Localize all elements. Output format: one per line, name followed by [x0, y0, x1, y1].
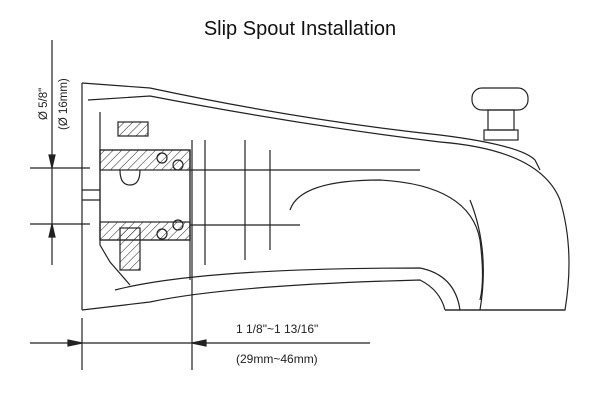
- diameter-inches-label: Ø 5/8": [38, 87, 50, 120]
- diameter-mm-label: (Ø 16mm): [58, 78, 70, 130]
- diverter-knob: [471, 87, 529, 141]
- diameter-dimension-line: [30, 40, 90, 265]
- length-inches-label: 1 1/8"~1 13/16": [236, 322, 319, 336]
- length-mm-label: (29mm~46mm): [236, 352, 318, 366]
- diagram-title: Slip Spout Installation: [203, 18, 397, 40]
- spout-body: [81, 82, 570, 311]
- length-dimension-line: [30, 318, 370, 370]
- adapter-section: [99, 112, 420, 370]
